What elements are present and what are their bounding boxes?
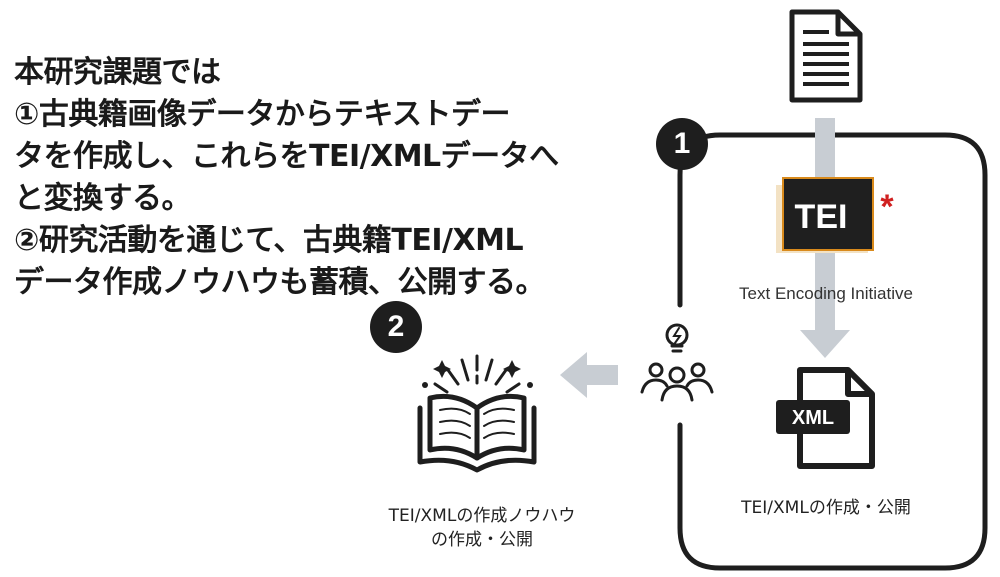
tei-asterisk: * [880,188,894,226]
caption-right-text: TEI/XMLの作成・公開 [741,498,911,518]
tei-logo: TEI * Text Encoding Initiative [739,177,913,303]
open-book-icon [417,354,537,473]
step-badge-2: 2 [370,301,422,353]
caption-know-how: TEI/XMLの作成ノウハウ の作成・公開 [352,504,612,552]
intro-text: 本研究課題では ①古典籍画像データからテキストデー タを作成し、これらをTEI/… [14,52,574,304]
intro-line: データ作成ノウハウも蓄積、公開する。 [14,265,546,300]
document-icon [789,9,863,103]
caption-left-line2: の作成・公開 [431,530,533,550]
step-badge-2-number: 2 [387,310,405,343]
caption-tei-xml-creation: TEI/XMLの作成・公開 [700,496,952,520]
caption-left-line1: TEI/XMLの作成ノウハウ [388,506,576,526]
intro-line: と変換する。 [14,181,192,216]
xml-file-icon: XML [776,367,875,469]
step-badge-1-number: 1 [673,127,691,160]
team-idea-icon [640,323,714,402]
arrow-left-icon [560,352,618,398]
intro-line: 本研究課題では [14,55,221,90]
tei-subtitle: Text Encoding Initiative [739,284,913,303]
intro-line: タを作成し、これらをTEI/XMLデータへ [14,139,559,174]
xml-file-label: XML [792,407,834,429]
tei-logo-text: TEI [795,198,848,236]
intro-line: ②研究活動を通じて、古典籍TEI/XML [14,223,524,258]
intro-line: ①古典籍画像データからテキストデー [14,97,511,132]
step-badge-1: 1 [656,118,708,170]
